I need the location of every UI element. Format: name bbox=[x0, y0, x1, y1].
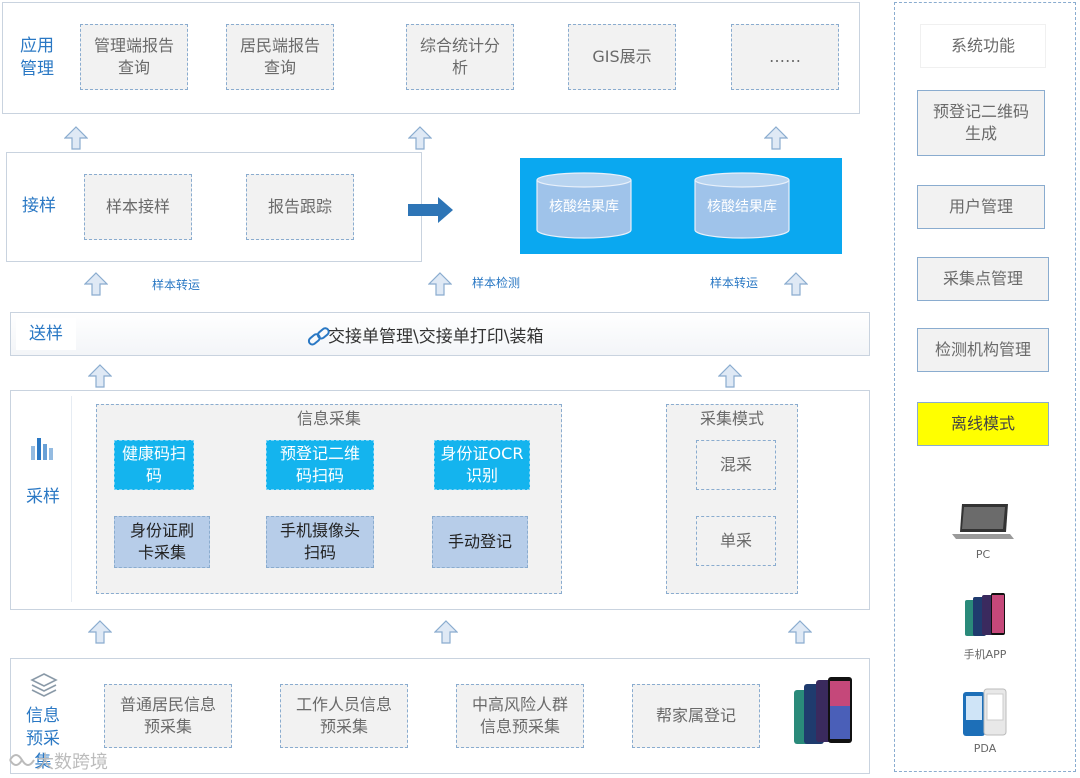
collect-phone-camera[interactable]: 手机摄像头 扫码 bbox=[266, 516, 374, 568]
smartphones-icon bbox=[792, 676, 856, 752]
system-functions-title: 系统功能 bbox=[920, 24, 1046, 68]
pre-item-family[interactable]: 帮家属登记 bbox=[632, 684, 760, 748]
receive-layer bbox=[6, 152, 422, 262]
bar-chart-icon bbox=[28, 434, 56, 466]
send-layer-text: 交接单管理\交接单打印\装箱 bbox=[328, 327, 544, 347]
fn-lab-management[interactable]: 检测机构管理 bbox=[917, 328, 1049, 372]
pre-item-staff[interactable]: 工作人员信息 预采集 bbox=[280, 684, 408, 748]
up-arrow-icon bbox=[88, 620, 112, 644]
up-arrow-icon bbox=[408, 126, 432, 150]
collect-id-ocr[interactable]: 身份证OCR 识别 bbox=[434, 440, 530, 490]
right-arrow-icon bbox=[408, 196, 454, 228]
watermark-logo-icon bbox=[6, 748, 36, 776]
app-layer-label: 应用 管理 bbox=[10, 12, 64, 104]
collect-id-card-swipe[interactable]: 身份证刷 卡采集 bbox=[114, 516, 210, 568]
info-collection-title: 信息采集 bbox=[296, 409, 361, 428]
send-layer-label: 送样 bbox=[16, 318, 76, 350]
up-arrow-icon bbox=[718, 364, 742, 388]
database-cylinder-icon bbox=[694, 172, 790, 244]
collect-health-code[interactable]: 健康码扫 码 bbox=[114, 440, 194, 490]
app-item-gis[interactable]: GIS展示 bbox=[568, 24, 676, 90]
up-arrow-icon bbox=[784, 272, 808, 296]
link-icon bbox=[306, 324, 332, 354]
database-label: 核酸结果库 bbox=[707, 199, 777, 215]
send-layer bbox=[10, 312, 870, 356]
flow-label-transport: 样本转运 bbox=[152, 278, 201, 292]
pre-item-resident[interactable]: 普通居民信息 预采集 bbox=[104, 684, 232, 748]
up-arrow-icon bbox=[764, 126, 788, 150]
fn-collection-point-management[interactable]: 采集点管理 bbox=[917, 257, 1049, 301]
collect-manual-entry[interactable]: 手动登记 bbox=[432, 516, 528, 568]
database-cylinder-icon bbox=[536, 172, 632, 244]
fn-offline-mode[interactable]: 离线模式 bbox=[917, 402, 1049, 446]
laptop-icon bbox=[952, 502, 1014, 546]
up-arrow-icon bbox=[88, 364, 112, 388]
up-arrow-icon bbox=[788, 620, 812, 644]
database-label: 核酸结果库 bbox=[549, 199, 619, 215]
pre-item-high-risk[interactable]: 中高风险人群 信息预采集 bbox=[456, 684, 584, 748]
watermark-text: 大数跨境 bbox=[36, 752, 108, 773]
collect-prereg-qr[interactable]: 预登记二维 码扫码 bbox=[266, 440, 374, 490]
mobile-phones-icon bbox=[964, 592, 1006, 642]
receive-layer-label: 接样 bbox=[12, 160, 66, 252]
collection-mode-title: 采集模式 bbox=[699, 409, 764, 428]
flow-label-testing: 样本检测 bbox=[472, 276, 521, 290]
fn-prereg-qr-gen[interactable]: 预登记二维码 生成 bbox=[917, 90, 1045, 156]
mode-single[interactable]: 单采 bbox=[696, 516, 776, 566]
app-item-statistics[interactable]: 综合统计分 析 bbox=[406, 24, 514, 90]
up-arrow-icon bbox=[428, 272, 452, 296]
layers-icon bbox=[30, 672, 58, 702]
fn-user-management[interactable]: 用户管理 bbox=[917, 185, 1045, 229]
system-functions-panel bbox=[894, 2, 1076, 772]
app-item-resident-report[interactable]: 居民端报告 查询 bbox=[226, 24, 334, 90]
up-arrow-icon bbox=[64, 126, 88, 150]
sampling-layer-label: 采样 bbox=[26, 486, 60, 507]
pda-icon bbox=[960, 688, 1008, 742]
app-item-admin-report[interactable]: 管理端报告 查询 bbox=[80, 24, 188, 90]
sampling-label-bg bbox=[14, 396, 72, 602]
mode-mixed[interactable]: 混采 bbox=[696, 440, 776, 490]
device-label-pc: PC bbox=[975, 548, 991, 561]
up-arrow-icon bbox=[84, 272, 108, 296]
up-arrow-icon bbox=[434, 620, 458, 644]
pre-collection-label: 信息 预采 集 bbox=[26, 705, 60, 772]
device-label-mobile-app: 手机APP bbox=[963, 648, 1007, 661]
receive-item-sample[interactable]: 样本接样 bbox=[84, 174, 192, 240]
app-item-more[interactable]: …… bbox=[731, 24, 839, 90]
receive-item-report-tracking[interactable]: 报告跟踪 bbox=[246, 174, 354, 240]
flow-label-transport: 样本转运 bbox=[710, 276, 759, 290]
device-label-pda: PDA bbox=[973, 742, 997, 755]
